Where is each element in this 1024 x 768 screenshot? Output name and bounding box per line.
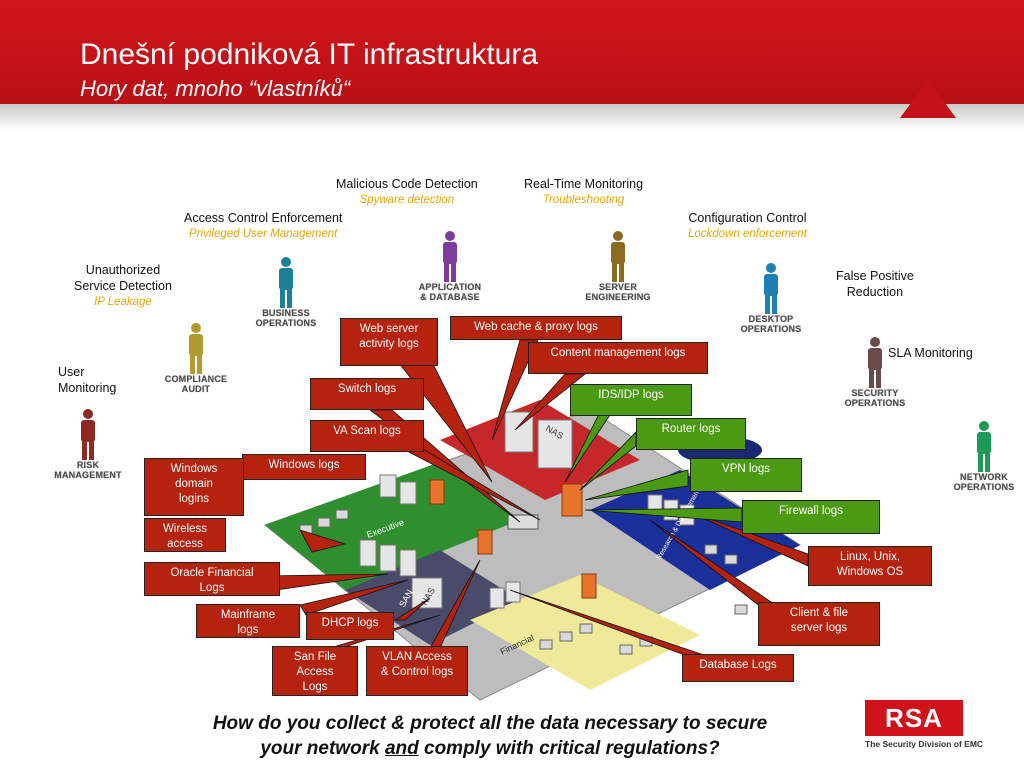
persona-risk-management: RISK MANAGEMENT — [48, 408, 128, 480]
log-box-web-server: Web server activity logs — [340, 318, 438, 366]
log-box-san-file-access: San File Access Logs — [272, 646, 358, 696]
switch-icon — [507, 514, 539, 530]
callout-pointer — [299, 579, 409, 616]
closing-question: How do you collect & protect all the dat… — [212, 713, 768, 759]
server-icon — [505, 581, 521, 603]
function-configuration-control: Configuration Control Lockdown enforceme… — [688, 211, 807, 240]
log-box-wireless: Wireless access — [144, 518, 226, 552]
workstation-icon — [317, 517, 331, 528]
rsa-tagline: The Security Division of EMC — [865, 739, 984, 749]
log-box-windows: Windows logs — [242, 454, 366, 480]
person-icon — [189, 323, 203, 374]
person-icon — [611, 231, 625, 282]
persona-compliance-audit: COMPLIANCE AUDIT — [156, 322, 236, 394]
function-false-positive: False Positive Reduction — [836, 269, 914, 299]
person-icon — [279, 257, 293, 308]
person-icon — [868, 337, 882, 388]
firewall-icon — [581, 573, 597, 599]
persona-business-operations: BUSINESS OPERATIONS — [246, 256, 326, 328]
server-icon — [399, 549, 417, 577]
workstation-icon — [734, 604, 748, 615]
log-box-linux-unix: Linux, Unix, Windows OS — [808, 546, 932, 586]
log-box-windows-domain: Windows domain logins — [144, 458, 244, 516]
header-shadow — [0, 104, 1024, 130]
server-icon — [359, 539, 377, 567]
nas-icon — [537, 419, 573, 469]
log-box-vpn: VPN logs — [690, 458, 802, 492]
workstation-icon — [724, 554, 738, 565]
person-icon — [977, 421, 991, 472]
persona-server-engineering: SERVER ENGINEERING — [578, 230, 658, 302]
workstation-icon — [559, 631, 573, 642]
firewall-icon — [429, 479, 445, 505]
server-icon — [489, 587, 505, 609]
log-box-content-management: Content management logs — [528, 342, 708, 374]
firewall-icon — [477, 529, 493, 555]
zone-research — [590, 470, 800, 590]
persona-security-operations: SECURITY OPERATIONS — [834, 336, 916, 408]
person-icon — [443, 231, 457, 282]
person-icon — [764, 263, 778, 314]
rsa-logo: RSA The Security Division of EMC — [865, 700, 983, 749]
log-box-firewall: Firewall logs — [742, 500, 880, 534]
function-real-time-monitoring: Real-Time Monitoring Troubleshooting — [524, 177, 644, 206]
header-bar — [0, 0, 1024, 130]
function-user-monitoring: User Monitoring — [58, 365, 117, 395]
log-box-router: Router logs — [636, 418, 746, 450]
log-box-mainframe: Mainframe logs — [196, 604, 300, 638]
log-box-oracle-financial: Oracle Financial Logs — [144, 562, 280, 596]
header-peak — [900, 80, 956, 118]
log-box-switch: Switch logs — [310, 378, 424, 410]
zone-executive — [265, 462, 520, 590]
nas-icon — [411, 577, 443, 609]
callout-pointer — [393, 597, 431, 621]
callout-pointer — [514, 373, 587, 431]
workstation-icon — [539, 639, 553, 650]
log-box-vlan-access: VLAN Access & Control logs — [366, 646, 468, 696]
callout-pointer — [491, 339, 539, 441]
log-box-dhcp: DHCP logs — [306, 612, 394, 640]
persona-desktop-operations: DESKTOP OPERATIONS — [730, 262, 812, 334]
function-malicious-code: Malicious Code Detection Spyware detecti… — [336, 177, 478, 206]
workstation-icon — [579, 623, 593, 634]
server-icon — [399, 481, 417, 505]
log-box-database: Database Logs — [682, 654, 794, 682]
callout-pointer — [299, 529, 347, 553]
server-icon — [379, 474, 397, 498]
server-icon — [379, 544, 397, 572]
log-box-client-file-server: Client & file server logs — [758, 602, 880, 646]
rsa-logo-mark: RSA — [865, 700, 963, 736]
workstation-icon — [704, 544, 718, 555]
log-box-ids-idp: IDS/IDP logs — [570, 384, 692, 416]
log-box-web-cache: Web cache & proxy logs — [450, 316, 622, 340]
person-icon — [81, 409, 95, 460]
function-sla-monitoring: SLA Monitoring — [888, 346, 973, 360]
log-box-va-scan: VA Scan logs — [310, 420, 424, 452]
page-subtitle: Hory dat, mnoho “vlastníků“ — [80, 76, 351, 101]
persona-application-database: APPLICATION & DATABASE — [410, 230, 490, 302]
firewall-icon — [561, 483, 583, 517]
function-access-control: Access Control Enforcement Privileged Us… — [184, 211, 343, 240]
persona-network-operations: NETWORK OPERATIONS — [944, 420, 1024, 492]
page-title: Dnešní podniková IT infrastruktura — [80, 38, 539, 71]
workstation-icon — [335, 509, 349, 520]
workstation-icon — [619, 644, 633, 655]
callout-pointer — [584, 469, 689, 501]
function-unauthorized-service: Unauthorized Service Detection IP Leakag… — [74, 263, 172, 308]
